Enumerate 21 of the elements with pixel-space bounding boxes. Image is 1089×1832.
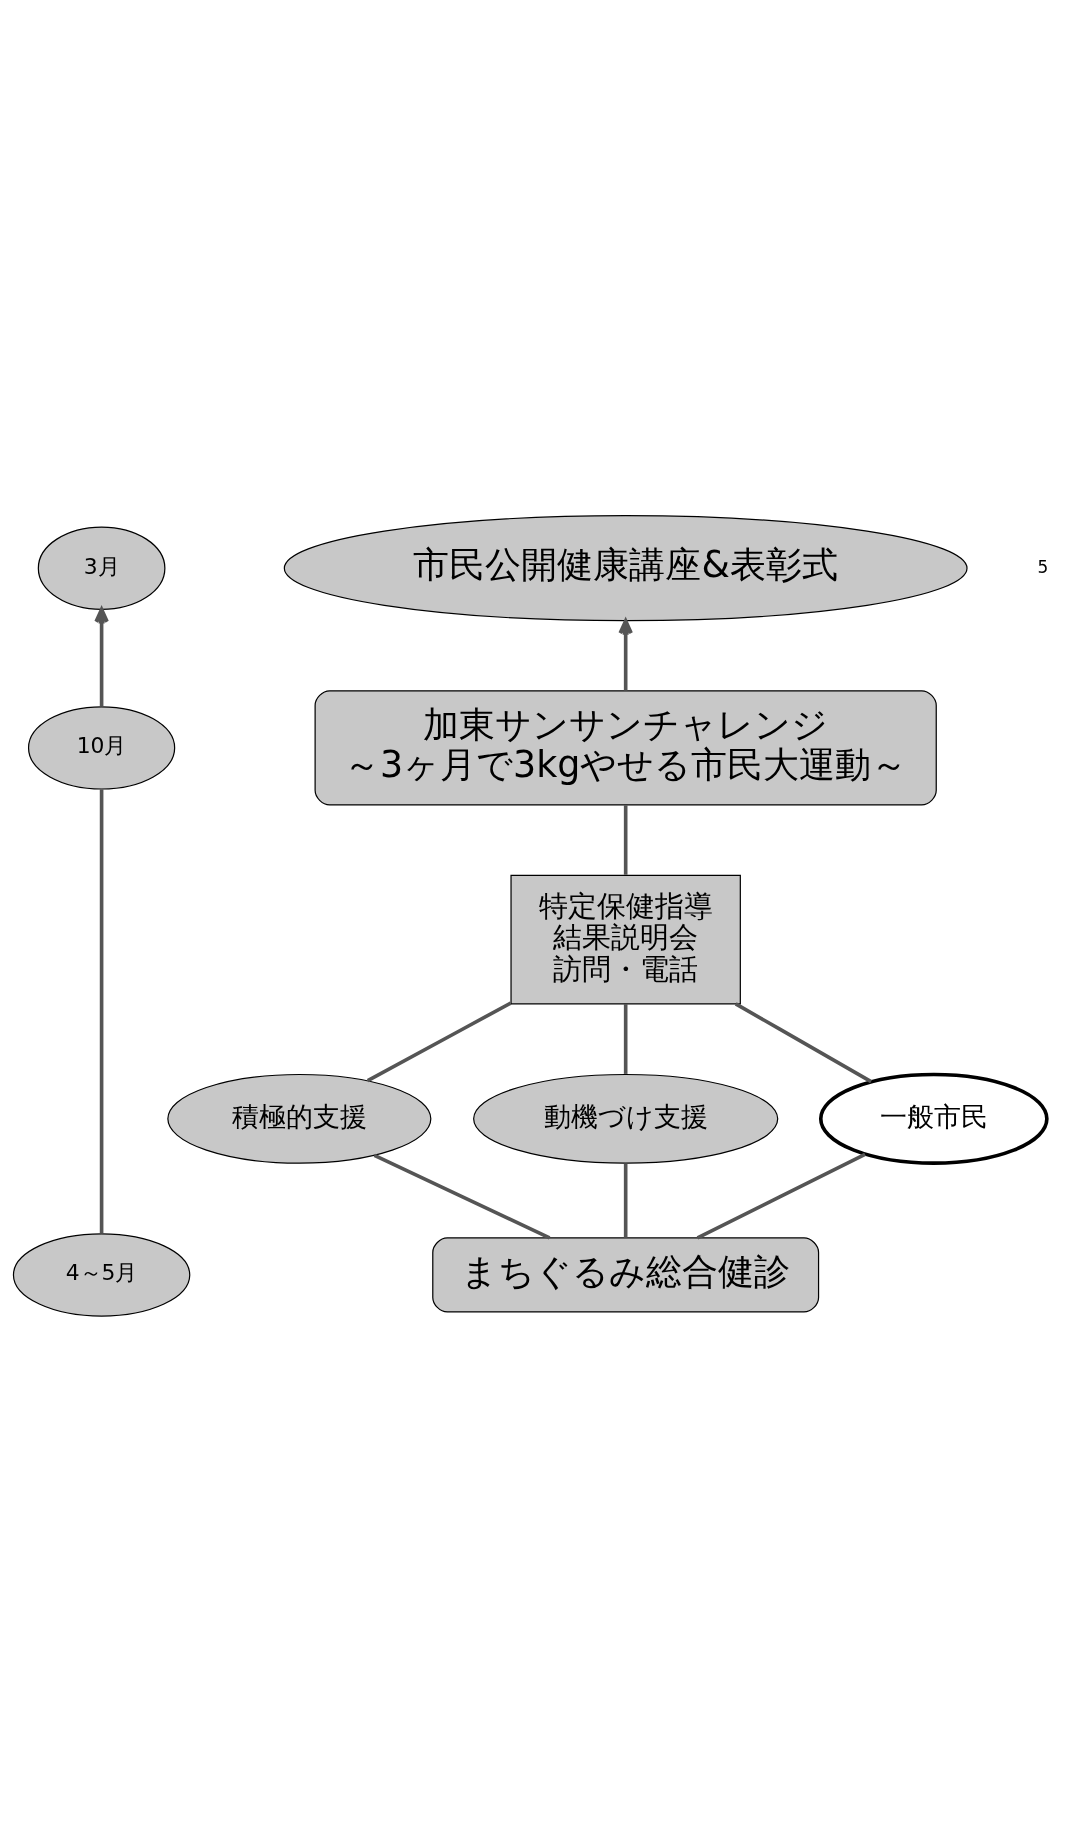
node-ellipse: 4～5月 — [12, 1233, 191, 1317]
arrow — [618, 619, 633, 691]
node-ellipse: 10月 — [27, 706, 176, 790]
connector — [373, 1153, 551, 1240]
connector — [623, 805, 628, 875]
connector — [366, 1001, 512, 1083]
node-box: 特定保健指導 結果説明会 訪問・電話 — [510, 874, 741, 1005]
node-ellipse: 動機づけ支援 — [473, 1073, 779, 1164]
node-box: 加東サンサンチャレンジ ～3ヶ月で3kgやせる市民大運動～ — [314, 690, 937, 806]
connector — [623, 1163, 628, 1238]
connector — [623, 1004, 628, 1074]
node-ellipse: 一般市民 — [818, 1072, 1049, 1165]
label: 5 — [1037, 556, 1049, 577]
node-ellipse: 積極的支援 — [167, 1073, 432, 1164]
node-ellipse: 市民公開健康講座&表彰式 — [283, 515, 968, 622]
connector — [734, 1002, 872, 1084]
arrow — [94, 607, 109, 707]
node-box: まちぐるみ総合健診 — [432, 1237, 820, 1313]
connector — [99, 789, 104, 1234]
connector — [696, 1152, 866, 1240]
node-ellipse: 3月 — [37, 526, 166, 610]
